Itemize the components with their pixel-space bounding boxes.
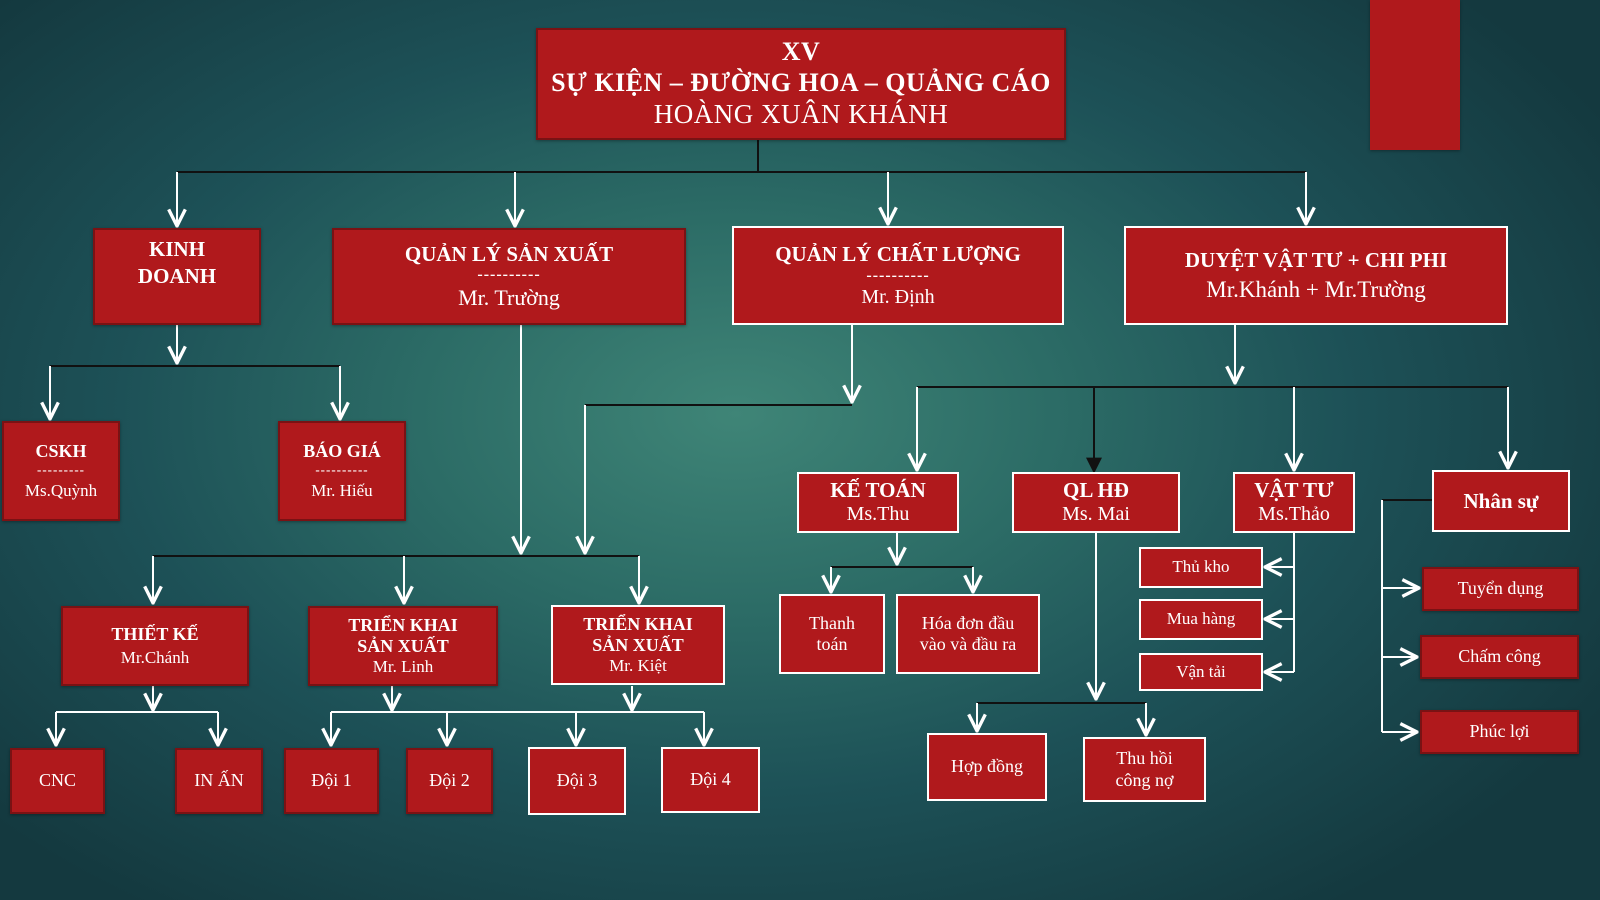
mua-hang-label: Mua hàng bbox=[1166, 609, 1236, 629]
top-connectors bbox=[177, 140, 1306, 226]
fin-ql-hd: QL HĐ Ms. Mai bbox=[1012, 472, 1180, 533]
prod-trien-khai-linh: TRIỂN KHAI SẢN XUẤT Mr. Linh bbox=[308, 606, 498, 686]
header-line-2: SỰ KIỆN – ĐƯỜNG HOA – QUẢNG CÁO bbox=[551, 68, 1051, 98]
prod-trien-khai-kiet: TRIỂN KHAI SẢN XUẤT Mr. Kiệt bbox=[551, 605, 725, 685]
ke-toan-person: Ms.Thu bbox=[846, 503, 910, 526]
doi-3-label: Đội 3 bbox=[556, 770, 598, 791]
vat-tu-title: VẬT TƯ bbox=[1254, 478, 1334, 503]
hop-dong-label: Hợp đồng bbox=[950, 756, 1024, 777]
thu-kho-label: Thủ kho bbox=[1172, 557, 1230, 577]
thiet-ke-title: THIẾT KẾ bbox=[111, 624, 199, 645]
sales-cskh: CSKH --------- Ms.Quỳnh bbox=[2, 421, 120, 521]
hr-cham-cong: Chấm công bbox=[1420, 635, 1579, 679]
cskh-title: CSKH bbox=[35, 441, 87, 462]
company-header: XV SỰ KIỆN – ĐƯỜNG HOA – QUẢNG CÁO HOÀNG… bbox=[536, 28, 1066, 140]
cnc-label: CNC bbox=[38, 770, 76, 791]
cham-cong-label: Chấm công bbox=[1458, 646, 1541, 667]
thu-hoi-label: Thu hồi công nợ bbox=[1115, 748, 1174, 790]
accounting-connectors bbox=[831, 533, 973, 592]
header-line-1: XV bbox=[781, 37, 821, 67]
dept-qlcl-title: QUẢN LÝ CHẤT LƯỢNG bbox=[775, 241, 1021, 266]
doi-1-label: Đội 1 bbox=[311, 770, 352, 791]
dept-kinh-doanh: KINH DOANH bbox=[93, 228, 261, 325]
team-doi-1: Đội 1 bbox=[284, 748, 379, 814]
team-connectors bbox=[331, 686, 704, 745]
dept-kinh-doanh-title: KINH DOANH bbox=[137, 237, 217, 289]
fin-hoa-don: Hóa đơn đầu vào và đầu ra bbox=[896, 594, 1040, 674]
fin-thanh-toan: Thanh toán bbox=[779, 594, 885, 674]
contract-connectors bbox=[977, 533, 1146, 735]
hr-tuyen-dung: Tuyển dụng bbox=[1422, 567, 1579, 611]
trien-khai-kiet-title: TRIỂN KHAI SẢN XUẤT bbox=[583, 613, 693, 655]
sales-bao-gia: BÁO GIÁ ---------- Mr. Hiếu bbox=[278, 421, 406, 521]
fin-thu-hoi: Thu hồi công nợ bbox=[1083, 737, 1206, 802]
dept-qlsx-separator: ---------- bbox=[477, 266, 541, 284]
dept-quan-ly-san-xuat: QUẢN LÝ SẢN XUẤT ---------- Mr. Trường bbox=[332, 228, 686, 325]
dept-duyet-vat-tu: DUYỆT VẬT TƯ + CHI PHI Mr.Khánh + Mr.Trư… bbox=[1124, 226, 1508, 325]
team-doi-4: Đội 4 bbox=[661, 747, 760, 813]
fin-hop-dong: Hợp đồng bbox=[927, 733, 1047, 801]
supplies-connectors bbox=[1265, 533, 1295, 672]
dept-qlsx-title: QUẢN LÝ SẢN XUẤT bbox=[404, 241, 614, 266]
tuyen-dung-label: Tuyển dụng bbox=[1457, 578, 1544, 599]
hr-phuc-loi: Phúc lợi bbox=[1420, 710, 1579, 754]
fin-thu-kho: Thủ kho bbox=[1139, 547, 1263, 588]
bao-gia-separator: ---------- bbox=[315, 462, 369, 478]
nhan-su-label: Nhân sự bbox=[1463, 488, 1539, 513]
production-connectors bbox=[153, 325, 852, 603]
fin-mua-hang: Mua hàng bbox=[1139, 599, 1263, 640]
van-tai-label: Vận tải bbox=[1176, 661, 1226, 681]
dept-quan-ly-chat-luong: QUẢN LÝ CHẤT LƯỢNG ---------- Mr. Định bbox=[732, 226, 1064, 325]
fin-van-tai: Vận tải bbox=[1139, 653, 1263, 691]
fin-vat-tu: VẬT TƯ Ms.Thảo bbox=[1233, 472, 1355, 533]
vat-tu-person: Ms.Thảo bbox=[1258, 503, 1330, 526]
cskh-separator: --------- bbox=[37, 462, 85, 478]
fin-ke-toan: KẾ TOÁN Ms.Thu bbox=[797, 472, 959, 533]
bao-gia-person: Mr. Hiếu bbox=[311, 480, 373, 500]
trien-khai-linh-person: Mr. Linh bbox=[372, 657, 434, 677]
dept-dvt-person: Mr.Khánh + Mr.Trường bbox=[1206, 277, 1426, 303]
dept-qlcl-separator: ---------- bbox=[866, 266, 930, 284]
hoa-don-label: Hóa đơn đầu vào và đầu ra bbox=[919, 612, 1017, 654]
trien-khai-kiet-person: Mr. Kiệt bbox=[609, 656, 667, 676]
prod-in-an: IN ẤN bbox=[175, 748, 263, 814]
decorative-red-bar bbox=[1370, 0, 1460, 150]
team-doi-2: Đội 2 bbox=[406, 748, 493, 814]
dept-dvt-title: DUYỆT VẬT TƯ + CHI PHI bbox=[1184, 247, 1448, 272]
design-connectors bbox=[56, 686, 218, 745]
dept-qlsx-person: Mr. Trường bbox=[458, 285, 560, 311]
ke-toan-title: KẾ TOÁN bbox=[830, 478, 926, 503]
approval-connectors bbox=[917, 325, 1508, 474]
prod-cnc: CNC bbox=[10, 748, 105, 814]
hr-nhan-su: Nhân sự bbox=[1432, 470, 1570, 532]
header-line-3: HOÀNG XUÂN KHÁNH bbox=[653, 98, 949, 129]
team-doi-3: Đội 3 bbox=[528, 747, 626, 815]
prod-thiet-ke: THIẾT KẾ Mr.Chánh bbox=[61, 606, 249, 686]
in-an-label: IN ẤN bbox=[194, 770, 244, 791]
doi-2-label: Đội 2 bbox=[429, 770, 470, 791]
thanh-toan-label: Thanh toán bbox=[809, 612, 855, 654]
phuc-loi-label: Phúc lợi bbox=[1469, 721, 1530, 742]
hr-connectors bbox=[1381, 499, 1432, 732]
ql-hd-title: QL HĐ bbox=[1063, 478, 1129, 503]
bao-gia-title: BÁO GIÁ bbox=[303, 441, 381, 462]
dept-qlcl-person: Mr. Định bbox=[861, 285, 935, 308]
trien-khai-linh-title: TRIỂN KHAI SẢN XUẤT bbox=[348, 614, 458, 656]
ql-hd-person: Ms. Mai bbox=[1062, 503, 1130, 526]
sales-connectors bbox=[50, 325, 340, 419]
doi-4-label: Đội 4 bbox=[690, 769, 731, 790]
thiet-ke-person: Mr.Chánh bbox=[120, 647, 190, 667]
cskh-person: Ms.Quỳnh bbox=[24, 480, 98, 500]
